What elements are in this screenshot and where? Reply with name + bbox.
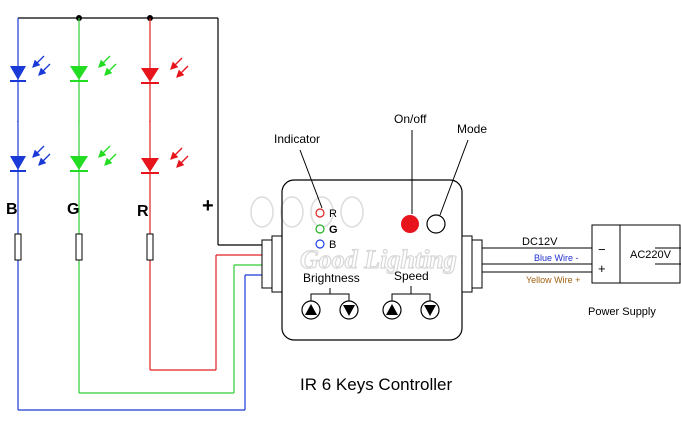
- power-supply-box: [591, 224, 681, 284]
- speed-label: Speed: [394, 269, 429, 283]
- brightness-up-button[interactable]: [301, 300, 321, 320]
- green-led-2: [70, 156, 88, 170]
- power-supply-label: Power Supply: [588, 306, 656, 318]
- svg-text:·: ·: [77, 116, 80, 127]
- green-led-column: ·: [70, 18, 262, 394]
- indicator-pointer: [299, 149, 323, 209]
- blue-led-2: [10, 156, 26, 170]
- indicator-led-r-label: R: [329, 208, 337, 220]
- down-arrow-icon: [424, 305, 436, 316]
- indicator-led-g-label: G: [329, 224, 338, 236]
- channel-label-r: R: [137, 203, 149, 220]
- speed-down-button[interactable]: [420, 300, 440, 320]
- indicator-led-g: [315, 224, 325, 234]
- supply-plus: +: [598, 261, 606, 276]
- blue-led-column: ·: [10, 18, 262, 411]
- blue-wire-label: Blue Wire -: [534, 253, 579, 263]
- channel-label-g: G: [67, 201, 79, 218]
- up-arrow-icon: [386, 304, 398, 315]
- up-arrow-icon: [305, 304, 317, 315]
- red-led-2: [141, 158, 159, 172]
- dc-wires: [482, 247, 592, 273]
- indicator-label: Indicator: [274, 132, 320, 146]
- plus-label: +: [202, 195, 214, 217]
- controller-box: [261, 179, 483, 341]
- green-led-1: [70, 66, 88, 80]
- red-led-1: [141, 68, 159, 82]
- brightness-label: Brightness: [303, 271, 360, 285]
- svg-text:·: ·: [16, 116, 19, 127]
- blue-led-1: [10, 66, 26, 80]
- onoff-button[interactable]: [401, 215, 419, 233]
- ac-voltage-label: AC220V: [630, 249, 672, 261]
- channel-label-b: B: [6, 201, 18, 218]
- indicator-led-r: [315, 208, 325, 218]
- diagram-title: IR 6 Keys Controller: [300, 375, 452, 394]
- blue-resistor: [14, 233, 22, 261]
- green-resistor: [75, 233, 83, 261]
- onoff-label: On/off: [394, 112, 427, 126]
- top-bus-wire: [18, 15, 262, 246]
- indicator-led-b: [315, 239, 325, 249]
- speed-up-button[interactable]: [382, 300, 402, 320]
- red-led-column: ·: [141, 18, 262, 371]
- yellow-wire-label: Yellow Wire +: [526, 275, 580, 285]
- watermark-text: Good Lighting: [300, 245, 457, 274]
- red-resistor: [146, 233, 154, 261]
- indicator-leds: R G B: [315, 208, 338, 251]
- indicator-led-b-label: B: [329, 239, 336, 251]
- watermark: Good Lighting: [250, 196, 457, 275]
- mode-button[interactable]: [426, 214, 446, 234]
- supply-minus: −: [598, 242, 606, 257]
- dc-voltage-label: DC12V: [522, 236, 558, 248]
- down-arrow-icon: [343, 305, 355, 316]
- brightness-down-button[interactable]: [339, 300, 359, 320]
- svg-text:·: ·: [148, 116, 151, 127]
- mode-label: Mode: [457, 122, 487, 136]
